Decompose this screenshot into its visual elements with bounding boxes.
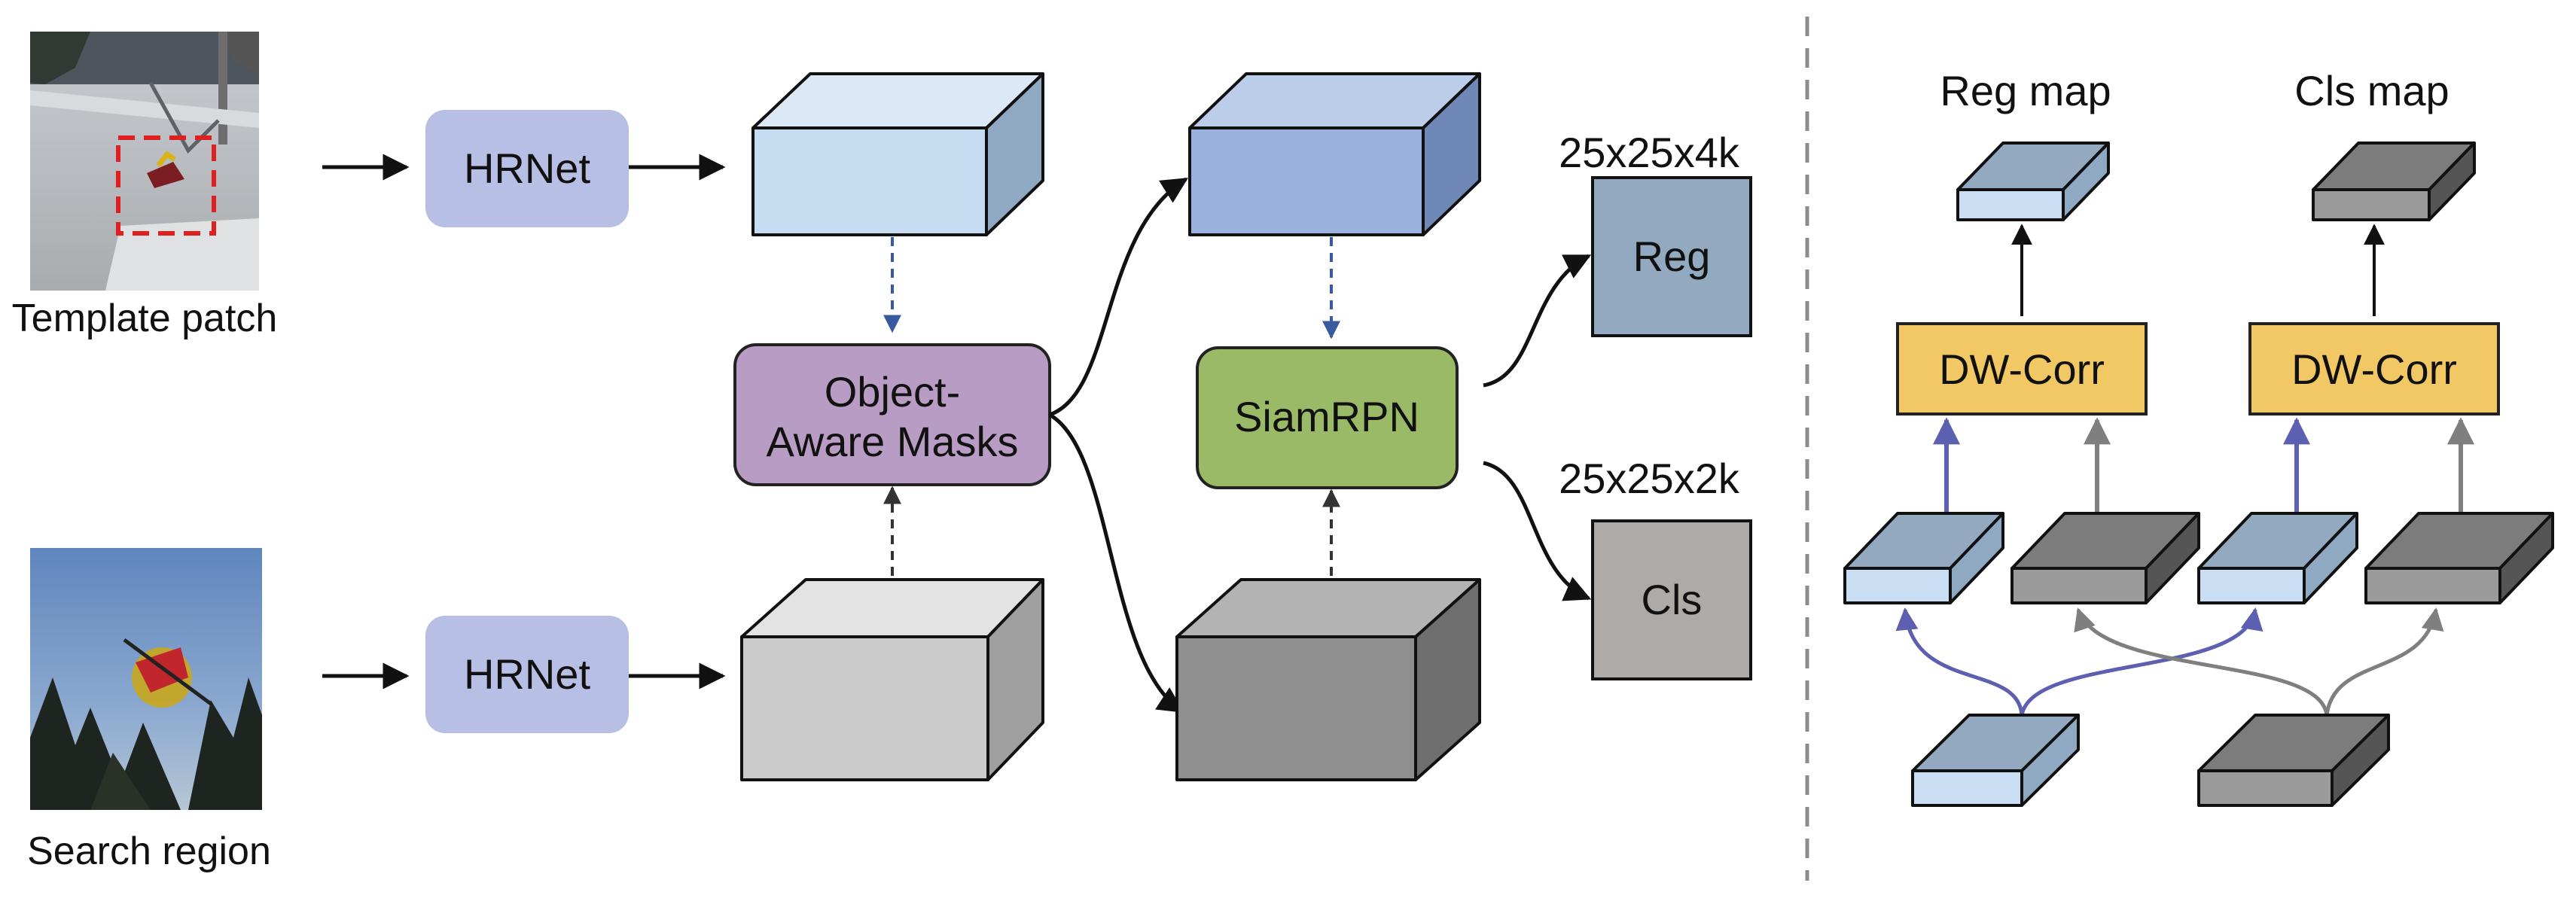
dwcorr-left-block: DW-Corr	[1896, 322, 2148, 416]
reg-map-slab	[1956, 142, 2110, 221]
arrow-siamrpn-to-cls	[1483, 461, 1592, 601]
dwcorr-right-block: DW-Corr	[2248, 322, 2500, 416]
reg-dims-label: 25x25x4k	[1559, 129, 1740, 176]
reg-label: Reg	[1633, 233, 1711, 280]
arrow-template-to-left-adjust	[1895, 607, 2024, 716]
hrnet-top-label: HRNet	[464, 145, 590, 192]
object-aware-masks-block: Object- Aware Masks	[733, 343, 1051, 486]
search-feature-cube	[740, 578, 1044, 781]
dwcorr-right-label: DW-Corr	[2291, 346, 2457, 393]
arrow-siamrpn-to-reg	[1483, 254, 1592, 388]
masked-template-cube	[1188, 72, 1481, 236]
cls-label: Cls	[1642, 576, 1703, 623]
hrnet-bottom-label: HRNet	[464, 650, 590, 698]
masked-search-cube	[1175, 578, 1481, 781]
reg-output-box: Reg	[1591, 176, 1752, 337]
reg-map-title: Reg map	[1940, 67, 2111, 114]
siamrpn-block: SiamRPN	[1196, 346, 1459, 489]
arrow-masks-to-masked-search	[1048, 412, 1184, 714]
dwcorr-left-label: DW-Corr	[1939, 346, 2105, 393]
siamrpn-label: SiamRPN	[1234, 393, 1419, 440]
template-feature-cube	[751, 72, 1044, 236]
template-patch-caption: Template patch	[12, 297, 278, 340]
cls-map-title: Cls map	[2294, 67, 2449, 114]
template-adjust-slab-right	[2197, 512, 2358, 604]
arrow-template-to-right-adjust	[2020, 607, 2264, 716]
cls-dims-label: 25x25x2k	[1559, 455, 1740, 502]
cls-output-box: Cls	[1591, 519, 1752, 680]
hrnet-bottom-block: HRNet	[425, 616, 629, 733]
search-region-image	[30, 548, 262, 810]
target-bbox	[116, 135, 216, 236]
cls-map-slab	[2312, 142, 2476, 221]
arrow-search-to-right-adjust	[2324, 607, 2444, 716]
search-adjust-slab-right	[2364, 512, 2554, 604]
search-adjust-slab-left	[2010, 512, 2200, 604]
arrow-search-to-left-adjust	[2074, 607, 2329, 716]
search-input-slab	[2197, 714, 2390, 807]
template-adjust-slab-left	[1843, 512, 2004, 604]
object-aware-masks-label-line1: Object-	[825, 368, 961, 416]
search-region-caption: Search region	[27, 830, 271, 873]
template-input-slab	[1911, 714, 2080, 807]
hrnet-top-block: HRNet	[425, 110, 629, 227]
object-aware-masks-label-line2: Aware Masks	[766, 418, 1018, 465]
template-patch-image	[30, 32, 259, 291]
arrow-masks-to-masked-template	[1049, 177, 1188, 417]
